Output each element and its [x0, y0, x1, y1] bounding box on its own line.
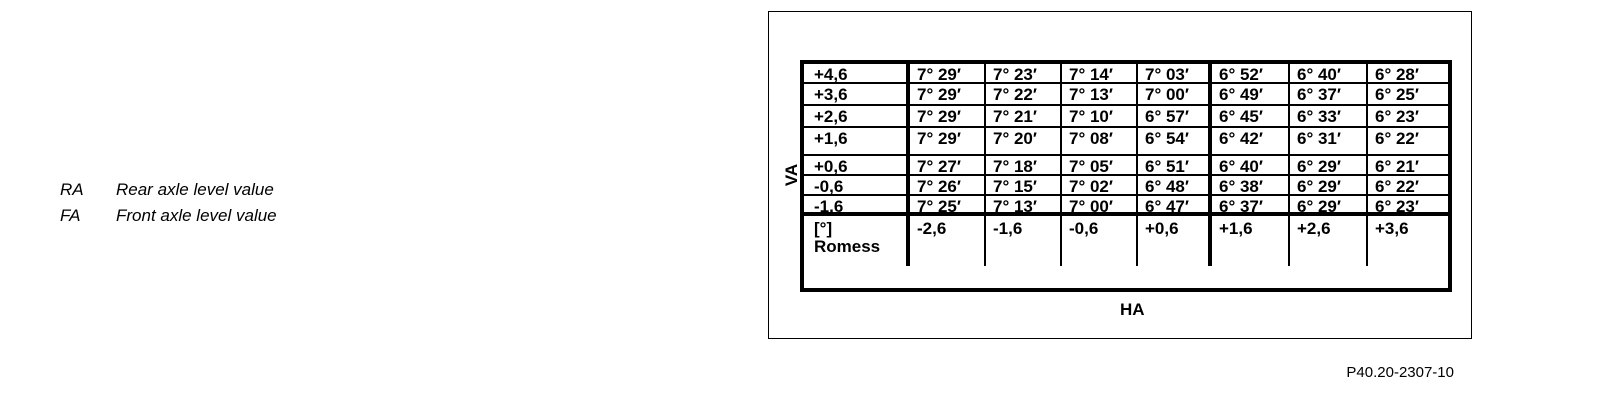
- table-cell: 7° 29′: [910, 128, 986, 156]
- table-cell: 6° 29′: [1290, 176, 1368, 196]
- figure-frame: [768, 11, 1472, 339]
- legend-row-ra: RA Rear axle level value: [60, 177, 277, 203]
- col-header: -2,6: [910, 216, 986, 266]
- table-cell: 7° 00′: [1138, 84, 1212, 106]
- legend-text-ra: Rear axle level value: [116, 180, 274, 199]
- legend-abbr-fa: FA: [60, 206, 81, 225]
- table-cell: 6° 33′: [1290, 106, 1368, 128]
- table-cell: 7° 29′: [910, 84, 986, 106]
- table-cell: 6° 38′: [1212, 176, 1290, 196]
- table-cell: 7° 26′: [910, 176, 986, 196]
- table-cell: 6° 22′: [1368, 128, 1448, 156]
- table-cell: 7° 22′: [986, 84, 1062, 106]
- table-cell: 7° 29′: [910, 64, 986, 84]
- table-cell: 7° 25′: [910, 196, 986, 216]
- table-cell: 6° 21′: [1368, 156, 1448, 176]
- table-cell: 7° 02′: [1062, 176, 1138, 196]
- table-cell: 6° 42′: [1212, 128, 1290, 156]
- table-cell: 6° 25′: [1368, 84, 1448, 106]
- table-cell: 6° 48′: [1138, 176, 1212, 196]
- table-cell: 6° 23′: [1368, 196, 1448, 216]
- col-header: -1,6: [986, 216, 1062, 266]
- corner-cell: [°]Romess: [804, 216, 910, 266]
- table-cell: 6° 47′: [1138, 196, 1212, 216]
- legend-row-fa: FA Front axle level value: [60, 203, 277, 229]
- col-axis-label: HA: [1120, 300, 1145, 319]
- col-header: +1,6: [1212, 216, 1290, 266]
- table-cell: 6° 37′: [1212, 196, 1290, 216]
- table-cell: 7° 20′: [986, 128, 1062, 156]
- table-cell: 6° 52′: [1212, 64, 1290, 84]
- table-cell: 7° 13′: [1062, 84, 1138, 106]
- col-header: +0,6: [1138, 216, 1212, 266]
- table-cell: 6° 57′: [1138, 106, 1212, 128]
- table-cell: 6° 54′: [1138, 128, 1212, 156]
- table-cell: 7° 15′: [986, 176, 1062, 196]
- col-header: +3,6: [1375, 219, 1409, 238]
- row-header: +2,6: [804, 106, 910, 128]
- table-cell: 7° 10′: [1062, 106, 1138, 128]
- corner-instrument: Romess: [814, 237, 881, 256]
- table-cell: 6° 29′: [1290, 196, 1368, 216]
- row-axis-label: VA: [782, 155, 802, 195]
- table-cell: 6° 40′: [1290, 64, 1368, 84]
- row-header: +0,6: [804, 156, 910, 176]
- col-header: +2,6: [1290, 216, 1368, 266]
- table-cell: 6° 23′: [1368, 106, 1448, 128]
- legend-abbr-ra: RA: [60, 180, 84, 199]
- table-cell: 6° 28′: [1368, 64, 1448, 84]
- row-header: +1,6: [804, 128, 910, 156]
- table-cell: 7° 08′: [1062, 128, 1138, 156]
- row-axis-label-text: VA: [782, 163, 801, 187]
- row-header: -0,6: [804, 176, 910, 196]
- table-cell: 7° 13′: [986, 196, 1062, 216]
- table-cell: 7° 23′: [986, 64, 1062, 84]
- table-cell: 6° 29′: [1290, 156, 1368, 176]
- corner-unit: [°]: [814, 219, 833, 238]
- table-cell: 7° 27′: [910, 156, 986, 176]
- table-cell: 7° 05′: [1062, 156, 1138, 176]
- table-cell: 6° 49′: [1212, 84, 1290, 106]
- table-cell: 6° 22′: [1368, 176, 1448, 196]
- figure-reference: P40.20-2307-10: [1346, 364, 1454, 381]
- table-cell: 7° 03′: [1138, 64, 1212, 84]
- table-cell: 6° 31′: [1290, 128, 1368, 156]
- table-cell: 6° 40′: [1212, 156, 1290, 176]
- row-header: +3,6: [804, 84, 910, 106]
- table-cell: 7° 00′: [1062, 196, 1138, 216]
- table-cell: 7° 14′: [1062, 64, 1138, 84]
- table-cell: 7° 29′: [910, 106, 986, 128]
- legend: RA Rear axle level value FA Front axle l…: [60, 177, 277, 229]
- table-cell: 7° 21′: [986, 106, 1062, 128]
- col-header: -0,6: [1062, 216, 1138, 266]
- legend-text-fa: Front axle level value: [116, 206, 277, 225]
- table-cell: 6° 51′: [1138, 156, 1212, 176]
- table-cell: 6° 37′: [1290, 84, 1368, 106]
- row-header: -1,6: [804, 196, 910, 216]
- table-cell: 7° 18′: [986, 156, 1062, 176]
- row-header: +4,6: [804, 64, 910, 84]
- table-cell: 6° 45′: [1212, 106, 1290, 128]
